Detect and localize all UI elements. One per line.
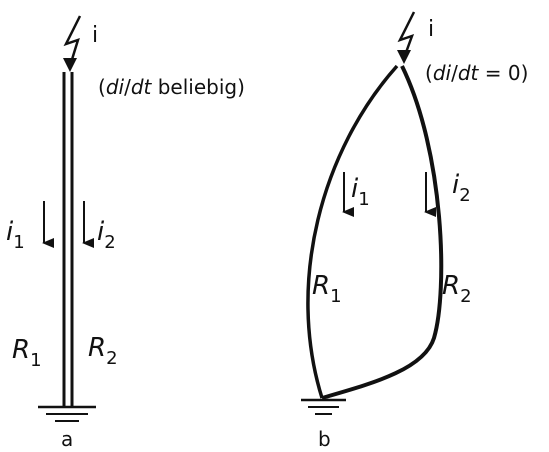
current-label: i [428,17,434,42]
diagram-a: i (di/dt beliebig) i1 i2 R1 R2 a [6,15,245,451]
caption-a: a [61,427,73,451]
label-r2: R2 [442,271,472,307]
label-i1: i1 [351,174,370,210]
condition-label: (di/dt beliebig) [98,75,245,99]
ground-symbol-icon [38,405,96,422]
current-label: i [92,23,98,48]
ground-symbol-icon [301,398,346,415]
label-i2: i2 [452,170,471,206]
label-i1: i1 [6,217,25,253]
label-r1: R1 [12,335,42,371]
lightning-arrowhead-icon [397,50,411,64]
label-i2: i2 [97,217,116,253]
lightning-arrowhead-icon [63,58,77,72]
diagram-b: i (di/dt = 0) i1 i2 R1 R2 b [301,11,528,451]
label-r1: R1 [312,271,342,307]
conductor-r2 [321,65,444,400]
lightning-bolt-icon [63,15,82,67]
caption-b: b [318,427,331,451]
condition-label: (di/dt = 0) [425,61,528,85]
lightning-bolt-icon [397,11,416,59]
conductor-r1 [306,64,399,399]
label-r2: R2 [88,333,118,369]
